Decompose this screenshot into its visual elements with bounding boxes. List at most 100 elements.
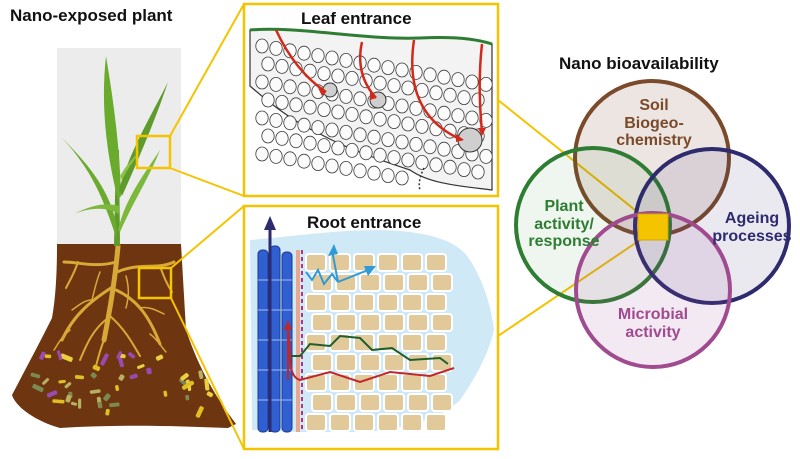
leaf-cell — [479, 77, 493, 92]
plant-illustration — [12, 48, 236, 428]
microbial-circle — [574, 211, 732, 369]
leaf-cell — [353, 91, 367, 107]
leaf-cells — [255, 38, 493, 186]
microbe-cell — [204, 378, 210, 391]
leaf-cell — [451, 108, 465, 123]
cortex-cell — [425, 333, 447, 352]
cortex-cell — [305, 333, 327, 352]
root-entry-pathways — [287, 249, 455, 384]
leaf-cell — [339, 124, 353, 140]
leaf-cell — [261, 92, 275, 108]
leaf-cell — [401, 152, 415, 168]
leaf-cell — [325, 50, 339, 66]
leaf-cell — [387, 150, 401, 166]
soil-block — [12, 244, 236, 428]
leaf-cell — [381, 132, 395, 148]
leaf-cell — [317, 138, 331, 154]
cortex-cell — [383, 273, 405, 292]
leaf-cell — [331, 140, 345, 156]
microbe-cell — [70, 401, 78, 406]
cortex-cell — [377, 333, 399, 352]
leaf-cell — [345, 107, 359, 122]
microbe-cell — [118, 374, 125, 381]
microbe-cell — [146, 367, 152, 375]
leaf-cell — [381, 60, 395, 75]
cortex-cell — [305, 293, 327, 312]
microbe-cell — [44, 354, 52, 359]
cortex-cell — [407, 273, 429, 292]
microbe-cell — [78, 398, 82, 409]
leaf-cell — [283, 43, 297, 59]
cortex-cell — [377, 293, 399, 312]
microbe-cell — [163, 390, 168, 397]
leaf-cell — [353, 163, 367, 179]
leaf-cell — [401, 116, 415, 132]
leaf-cell — [283, 79, 297, 95]
soil-label-line2: Biogeo- — [624, 114, 684, 132]
microbe-cell — [97, 401, 103, 409]
microbe-cell — [74, 375, 85, 380]
venn-center-highlight — [637, 213, 669, 241]
leaf-cell — [303, 99, 317, 115]
cortex-cell — [401, 253, 423, 272]
microbe-cell — [90, 372, 97, 379]
leaf-cell — [289, 133, 303, 149]
microbial-label: Microbial activity — [600, 306, 706, 341]
leaf-cell — [345, 71, 359, 86]
plant-label-line3: response — [528, 233, 600, 251]
leaf-cell — [297, 45, 311, 61]
cortex-cell — [407, 353, 429, 372]
leaf-cell — [409, 136, 423, 152]
leaf-pathway-arrowheads — [318, 88, 486, 142]
microbe-cell — [180, 372, 189, 381]
cortex-cell — [377, 413, 399, 432]
leaf-cell — [261, 128, 275, 144]
plant-circle — [514, 146, 672, 304]
leaf-cell — [429, 85, 443, 101]
leaf-cell — [395, 98, 409, 114]
root-entrance-panel — [242, 204, 500, 451]
stoma-icon — [418, 167, 425, 191]
cortex-cell — [329, 293, 351, 312]
plant-activity-label: Plant activity/ response — [524, 198, 604, 251]
leaf-cell — [423, 139, 437, 155]
leaf-cell — [415, 119, 429, 134]
leaf-cell — [451, 72, 465, 87]
leaf-cell — [367, 129, 381, 145]
leaf-cell — [373, 111, 387, 127]
leaf-cell — [479, 113, 493, 128]
cortex-cell — [359, 393, 381, 412]
bioavailability-venn — [514, 79, 791, 369]
microbe-cell — [56, 350, 63, 361]
leaf-cell — [325, 122, 339, 138]
leaf-cell — [437, 105, 451, 121]
leaf-cell — [395, 170, 409, 186]
cortex-cell — [335, 313, 357, 332]
microbe-cell — [30, 372, 41, 379]
soil-label-line3: chemistry — [616, 132, 692, 150]
cortex-cell — [353, 413, 375, 432]
cortex-cell — [353, 373, 375, 392]
soil-microbes — [30, 350, 214, 418]
leaf-cell — [311, 156, 325, 172]
leaf-cell — [331, 104, 345, 120]
microbe-cell — [89, 389, 101, 394]
leaf-cell — [283, 115, 297, 131]
leaf-cell — [317, 102, 331, 117]
microbe-cell — [46, 390, 58, 398]
leaf-cell — [283, 151, 297, 167]
cortex-cell — [383, 393, 405, 412]
leaf-cell — [359, 145, 373, 161]
leaf-cell — [359, 109, 373, 125]
leaf-cell — [395, 134, 409, 150]
leaf-cell — [339, 89, 353, 104]
cortex-cell — [329, 413, 351, 432]
leaf-cell — [373, 147, 387, 163]
cortex-cell — [431, 393, 453, 412]
pericycle-band — [296, 250, 300, 432]
microbial-label-line2: activity — [625, 323, 681, 341]
cortex-cell — [305, 373, 327, 392]
ageing-circle — [633, 147, 791, 305]
microbe-cell — [105, 408, 110, 416]
